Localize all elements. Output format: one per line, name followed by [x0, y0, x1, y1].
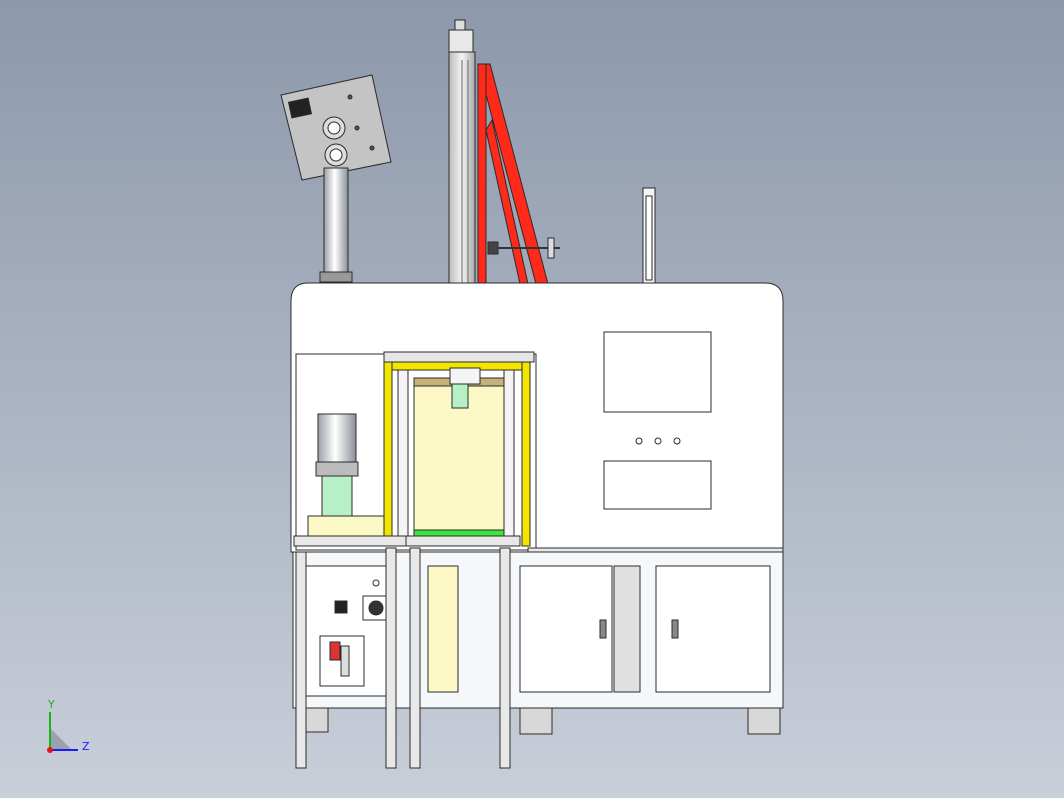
z-axis-label: Z: [82, 740, 90, 753]
clamp-bracket: [487, 237, 560, 259]
tilted-control-panel: [280, 74, 392, 181]
triad-svg: [47, 712, 78, 753]
lower-cabinet: [292, 551, 784, 709]
sensor-post: [642, 187, 656, 285]
support-legs: [295, 547, 511, 769]
x-axis-point: [47, 747, 53, 753]
casters: [305, 707, 781, 735]
triad-plane: [50, 728, 72, 750]
coordinate-triad: Y Z: [40, 698, 100, 760]
vertical-linear-axis: [448, 19, 476, 285]
y-axis-label: Y: [48, 698, 55, 711]
yellow-frame-assembly: [383, 351, 535, 547]
